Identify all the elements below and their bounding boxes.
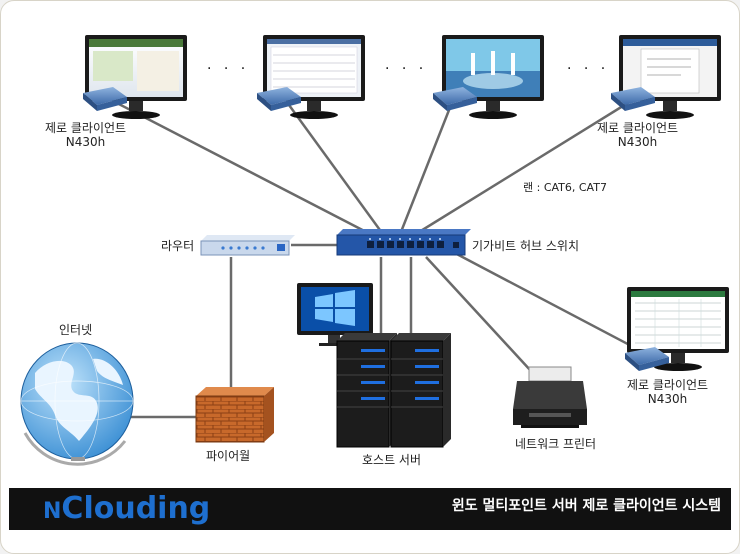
monitor-client-2 [257, 35, 365, 119]
router-device [200, 235, 295, 256]
link-client-1 [112, 99, 377, 239]
more-clients-dots-1: · · · [207, 61, 250, 77]
router-label: 라우터 [161, 239, 195, 253]
brand-logo: NClouding [43, 491, 210, 526]
client-1-label: 제로 클라이언트 N430h [45, 121, 126, 149]
monitor-client-3 [433, 35, 544, 119]
client-4-name: 제로 클라이언트 [597, 121, 679, 135]
host-server-label: 호스트 서버 [362, 453, 422, 467]
link-client-4 [410, 99, 632, 239]
link-printer [425, 256, 532, 372]
client-4-label: 제로 클라이언트 N430h [597, 121, 678, 149]
client-5-label: 제로 클라이언트 N430h [627, 378, 708, 406]
hub-switch-label: 기가비트 허브 스위치 [472, 239, 579, 253]
brand-prefix: N [43, 499, 62, 524]
server-monitor [297, 283, 373, 346]
more-clients-dots-3: · · · [567, 61, 610, 77]
client-5-model: N430h [647, 392, 688, 406]
client-1-name: 제로 클라이언트 [45, 121, 127, 135]
link-client-5 [450, 249, 642, 353]
client-5-name: 제로 클라이언트 [627, 378, 709, 392]
brand-name: Clouding [61, 491, 211, 526]
monitor-client-4 [611, 35, 721, 119]
client-1-model: N430h [65, 135, 106, 149]
firewall-wall [195, 387, 274, 443]
more-clients-dots-2: · · · [385, 61, 428, 77]
internet-label: 인터넷 [59, 323, 93, 337]
connection-lines [112, 99, 642, 419]
monitor-client-1 [83, 35, 187, 119]
internet-globe [20, 342, 134, 466]
monitor-client-5 [625, 287, 729, 371]
system-title: 윈도 멀티포인트 서버 제로 클라이언트 시스템 [451, 498, 721, 514]
link-client-3 [397, 104, 453, 238]
network-printer-device [513, 366, 587, 428]
hub-switch-device [336, 229, 471, 256]
footer-bar [9, 488, 731, 530]
link-client-2 [287, 104, 387, 238]
host-server-towers [336, 333, 451, 448]
client-4-model: N430h [617, 135, 658, 149]
firewall-label: 파이어월 [206, 449, 251, 463]
lan-cable-label: 랜 : CAT6, CAT7 [523, 181, 607, 194]
network-printer-label: 네트워크 프린터 [515, 437, 597, 451]
